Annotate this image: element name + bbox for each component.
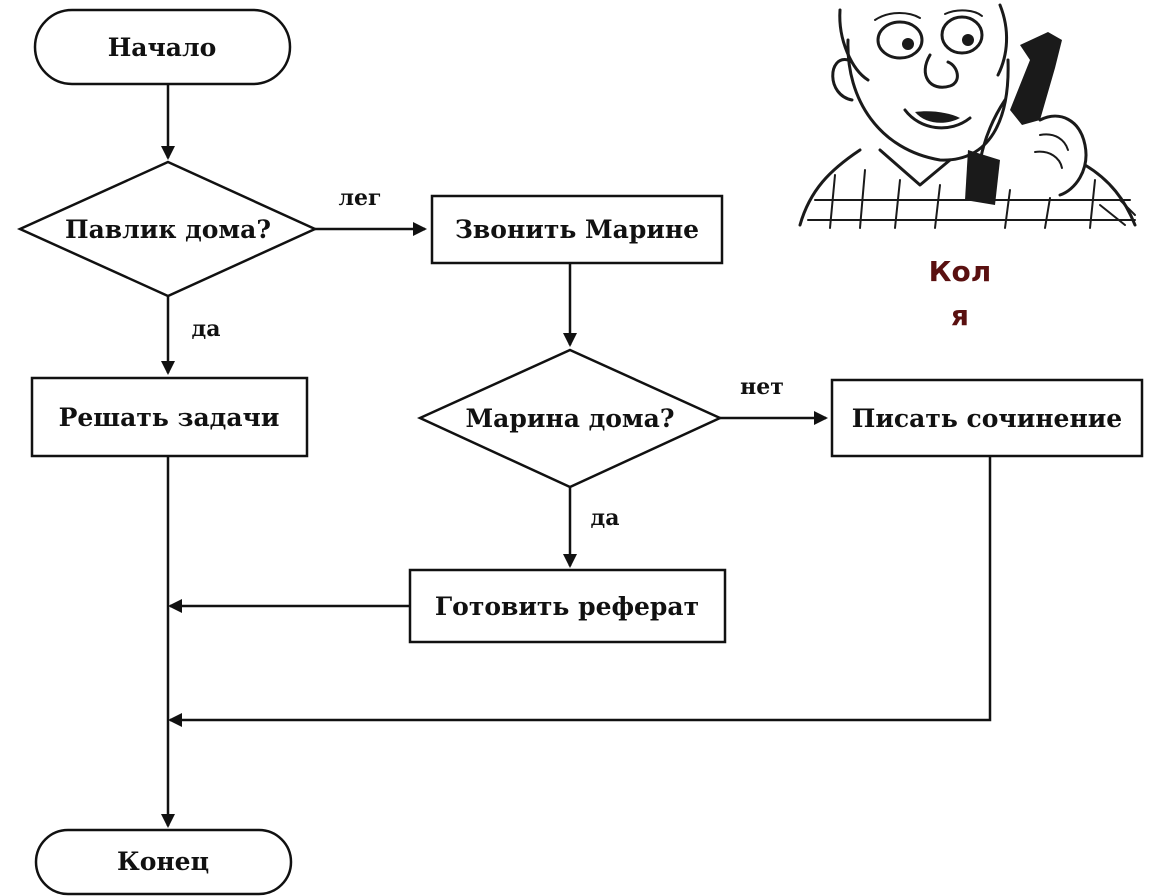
start-label: Начало (108, 33, 217, 62)
pavlik-yes-label: да (192, 316, 221, 342)
call-marina-box: Звонить Марине (430, 194, 724, 265)
character-name-caption: Кол я (900, 250, 1020, 338)
call-marina-label: Звонить Марине (455, 215, 699, 244)
solve-tasks-label: Решать задачи (59, 403, 280, 432)
solve-tasks-box: Решать задачи (30, 376, 309, 458)
marina-no-label: нет (740, 374, 784, 400)
marina-yes-label: да (591, 505, 620, 531)
start-terminal: Начало (33, 8, 292, 86)
prepare-report-label: Готовить реферат (435, 592, 699, 621)
end-terminal: Конец (34, 828, 293, 896)
marina-home-decision: Марина дома? (416, 348, 724, 489)
pavlik-home-label: Павлик дома? (65, 215, 271, 244)
write-essay-box: Писать сочинение (830, 378, 1144, 458)
boy-on-phone-illustration (798, 3, 1137, 229)
character-name-line-2: я (951, 299, 969, 332)
pavlik-home-decision: Павлик дома? (16, 160, 319, 298)
edge-essay-to-main (168, 456, 992, 727)
prepare-report-box: Готовить реферат (408, 568, 727, 644)
pavlik-no-label: лег (339, 185, 382, 211)
end-label: Конец (117, 847, 209, 876)
write-essay-label: Писать сочинение (852, 404, 1122, 433)
marina-home-label: Марина дома? (466, 404, 675, 433)
character-name-line-1: Кол (928, 255, 992, 288)
